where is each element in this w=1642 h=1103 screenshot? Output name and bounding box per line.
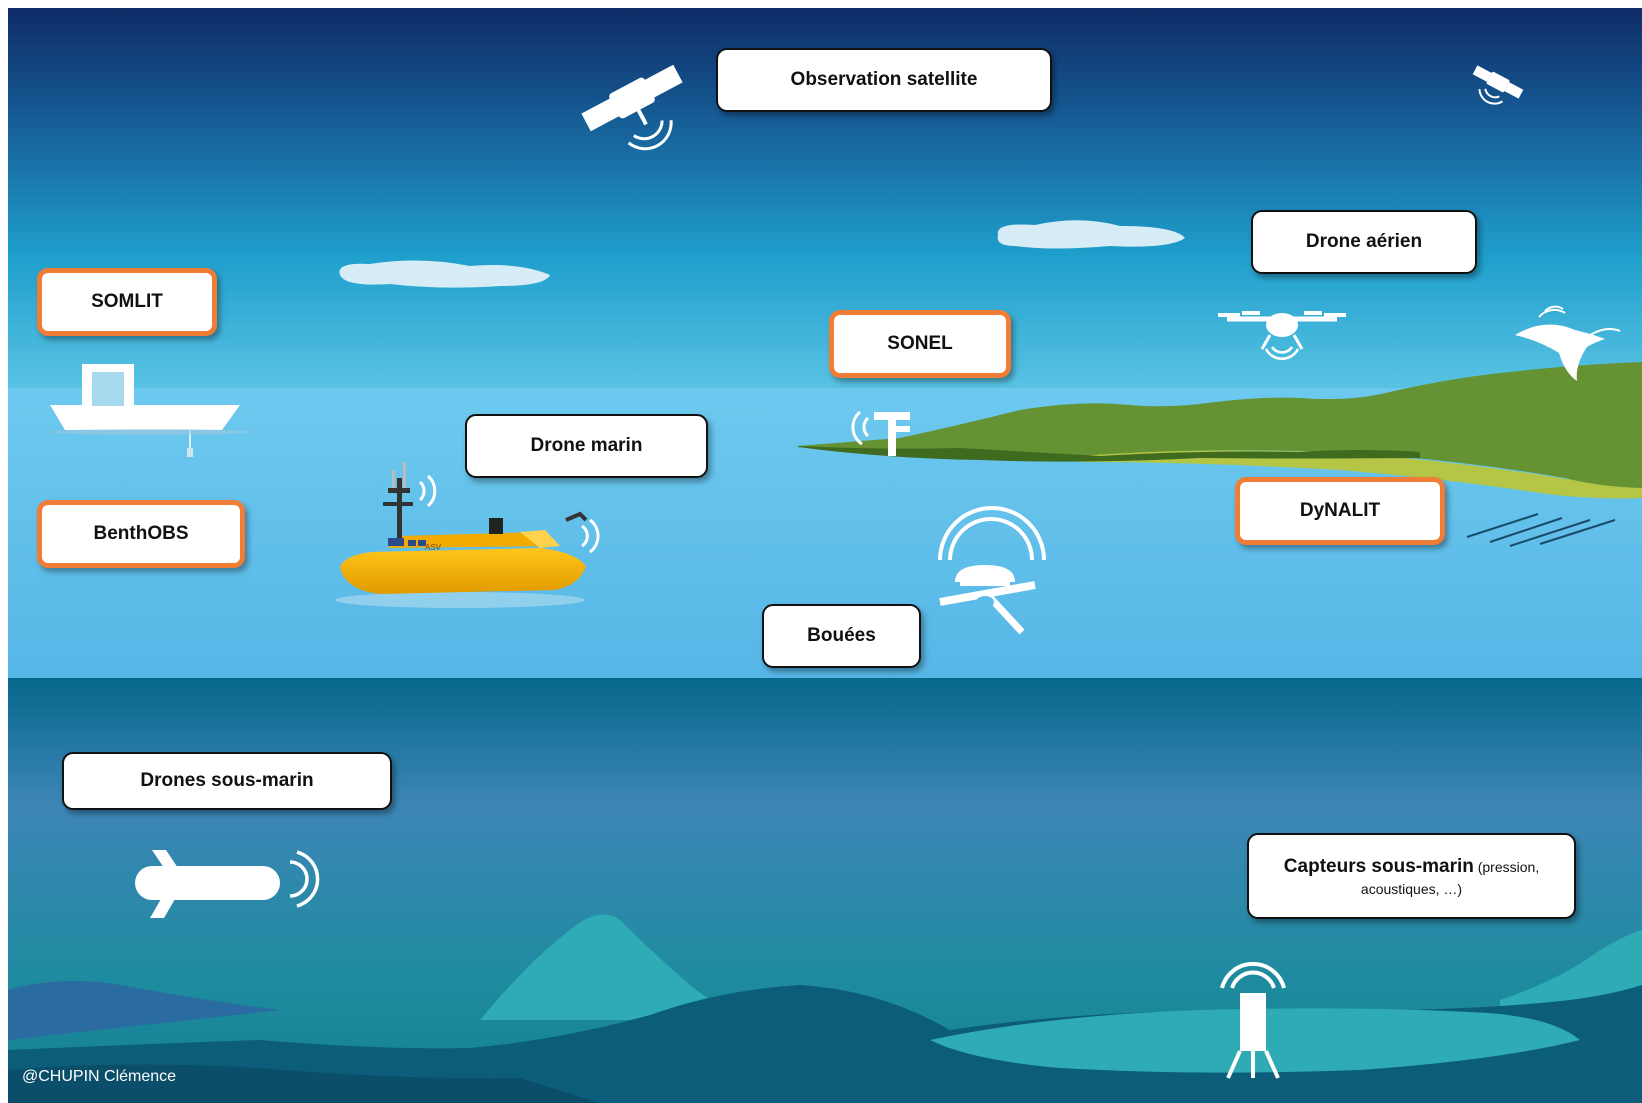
research-vessel-icon [50,364,250,457]
label-detail: (pression, [1473,858,1540,875]
label-text: Drones sous-marin [140,770,314,791]
seabed-sensor-icon [1220,961,1286,1079]
buoy-icon [938,506,1046,635]
label-text: BenthOBS [93,523,189,544]
cloud-icon [339,260,550,288]
label-text: Drone aérien [1305,231,1423,252]
seabed-hill [8,981,280,1040]
quadcopter-drone-icon [1218,311,1346,360]
label-text: DyNALIT [1299,500,1381,521]
label-text: Observation satellite [790,69,978,90]
label-dynalit: DyNALIT [1235,477,1445,545]
label-text-line-2: acoustiques, …) [1360,880,1463,897]
seabed-hill [8,1064,600,1103]
satellite-icon [1472,65,1524,105]
label-text: SOMLIT [91,291,163,312]
label-observation-satellite: Observation satellite [716,48,1052,112]
tide-gauge-icon [851,410,910,456]
label-text: Bouées [807,625,876,646]
autonomous-surface-vessel-icon: ASV [335,462,600,608]
label-somlit: SOMLIT [37,268,217,336]
cloud-icon [997,220,1185,249]
label-text: Drone marin [530,435,643,456]
label-drone-marin: Drone marin [465,414,708,478]
label-text: SONEL [887,333,953,354]
wind-lines [1466,513,1616,547]
label-capteurs-sous-marin: Capteurs sous-marin (pression, acoustiqu… [1247,833,1576,919]
label-drone-aerien: Drone aérien [1251,210,1477,274]
underwater-glider-icon [135,850,320,918]
island-shadow [798,446,1420,462]
label-drones-sous-marin: Drones sous-marin [62,752,392,810]
label-text: Capteurs sous-marin [1283,855,1474,877]
label-sonel: SONEL [829,310,1011,378]
satellite-icon [581,64,683,151]
label-text-line-1: Capteurs sous-marin (pression, [1284,856,1539,878]
bird-icon [1515,305,1621,381]
asv-hull-text: ASV [425,543,442,552]
credit-text: @CHUPIN Clémence [22,1068,177,1085]
label-bouees: Bouées [762,604,921,668]
seabed-hill [480,914,760,1020]
label-benthobs: BenthOBS [37,500,245,568]
island-sand [1010,450,1642,499]
